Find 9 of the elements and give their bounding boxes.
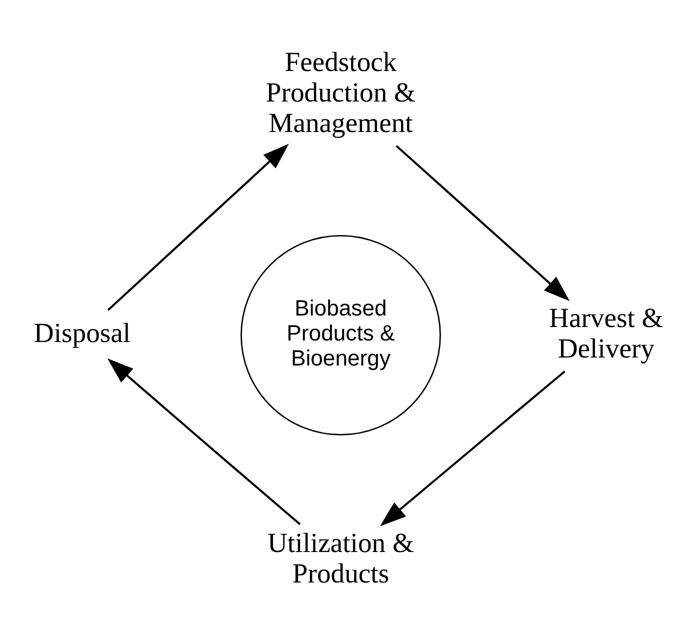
node-text: Feedstock Production & Management bbox=[266, 46, 416, 138]
arrow bbox=[107, 358, 301, 525]
node-text: Harvest & Delivery bbox=[549, 301, 664, 363]
node-circle: Biobased Products & Bioenergy bbox=[240, 234, 441, 435]
arrow bbox=[380, 370, 566, 526]
node-text: Disposal bbox=[34, 316, 131, 348]
node-text: Utilization & Products bbox=[267, 526, 414, 588]
arrow bbox=[107, 143, 289, 310]
arrow bbox=[396, 144, 570, 301]
